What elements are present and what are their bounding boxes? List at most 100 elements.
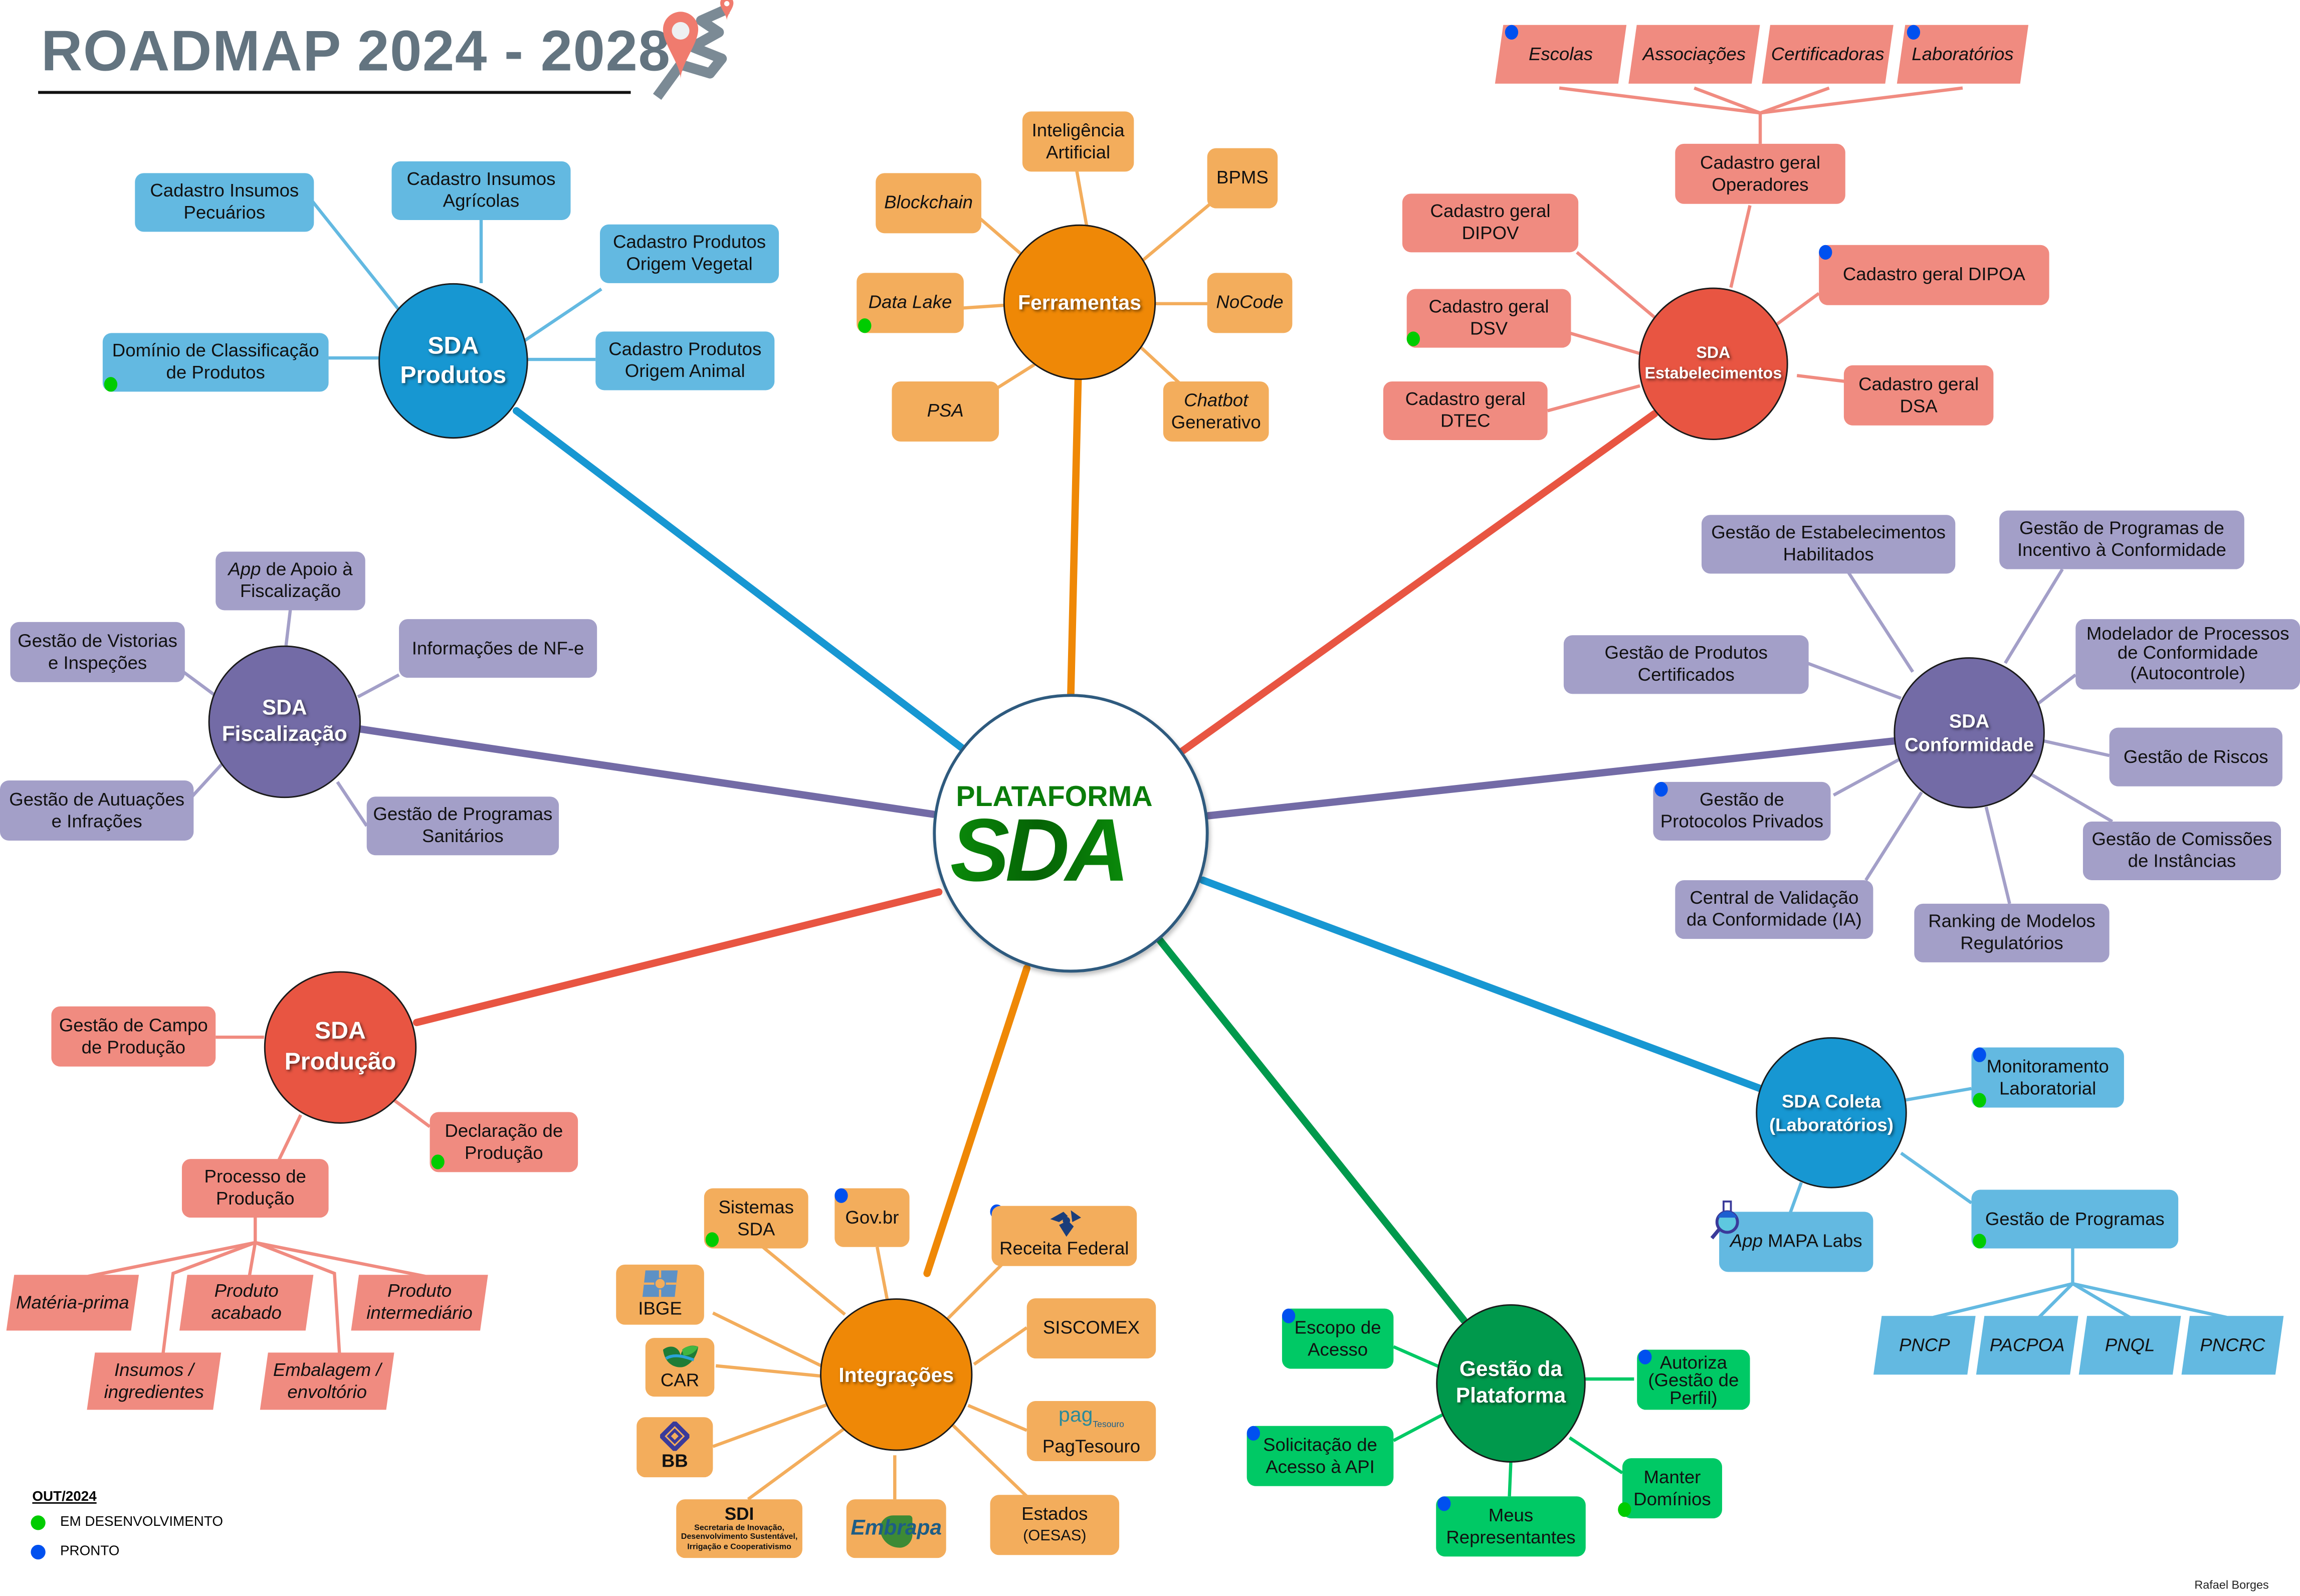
node-produto-intermediario[interactable]: Produto intermediário <box>355 1275 484 1330</box>
node-blockchain[interactable]: Blockchain <box>876 173 981 234</box>
node-escolas[interactable]: Escolas <box>1499 25 1622 84</box>
node-psa[interactable]: PSA <box>892 381 999 442</box>
legend-label: EM DESENVOLVIMENTO <box>60 1514 223 1530</box>
node-label: Gestão de Programas Sanitários <box>373 804 553 847</box>
node-pnql[interactable]: PNQL <box>2083 1316 2177 1374</box>
node-monitoramento-laboratorial[interactable]: Monitoramento Laboratorial <box>1971 1047 2124 1108</box>
node-data-lake[interactable]: Data Lake <box>857 273 964 333</box>
node-gestao-programas-sanitarios[interactable]: Gestão de Programas Sanitários <box>366 796 559 856</box>
node-label: Monitoramento Laboratorial <box>1986 1055 2109 1098</box>
node-app-mapa-labs[interactable]: App MAPA Labs <box>1719 1212 1873 1272</box>
node-gestao-vistorias-inspecoes[interactable]: Gestão de Vistorias e Inspeções <box>10 622 185 682</box>
node-meus-representantes[interactable]: Meus Representantes <box>1436 1496 1586 1557</box>
node-cadastro-geral-dtec[interactable]: Cadastro geral DTEC <box>1383 381 1548 441</box>
node-pagtesouro[interactable]: pagTesouro PagTesouro <box>1026 1401 1156 1461</box>
hub-label: Produtos <box>400 362 507 389</box>
node-gestao-comissoes-instancias[interactable]: Gestão de Comissões de Instâncias <box>2082 821 2281 881</box>
node-inteligencia-artificial[interactable]: Inteligência Artificial <box>1022 111 1134 172</box>
node-dominio-classificacao-produtos[interactable]: Domínio de Classificação de Produtos <box>102 333 329 392</box>
node-pacpoa[interactable]: PACPOA <box>1980 1316 2074 1374</box>
node-cadastro-geral-dsa[interactable]: Cadastro geral DSA <box>1843 365 1994 426</box>
node-autoriza-gestao-perfil[interactable]: Autoriza (Gestão de Perfil) <box>1637 1349 1750 1410</box>
node-embalagem-envoltorio[interactable]: Embalagem / envoltório <box>264 1352 390 1410</box>
node-cadastro-geral-dipoa[interactable]: Cadastro geral DIPOA <box>1819 245 2049 305</box>
node-pncrc[interactable]: PNCRC <box>2186 1316 2279 1374</box>
node-gestao-produtos-certificados[interactable]: Gestão de Produtos Certificados <box>1563 635 1809 694</box>
node-pncp[interactable]: PNCP <box>1877 1316 1971 1374</box>
node-label: App MAPA Labs <box>1730 1231 1862 1252</box>
node-receita-federal[interactable]: Receita Federal <box>991 1206 1137 1266</box>
status-dot-em-desenvolvimento <box>705 1232 719 1247</box>
node-estados-oesas[interactable]: Estados (OESAS) <box>990 1495 1120 1555</box>
node-sublabel: (OESAS) <box>1023 1526 1087 1544</box>
node-label: Cadastro geral DSV <box>1428 296 1549 339</box>
node-label: PACPOA <box>1989 1334 2065 1355</box>
node-siscomex[interactable]: SISCOMEX <box>1026 1298 1156 1359</box>
node-bb[interactable]: BB <box>637 1417 713 1478</box>
node-label: Gestão de Programas de Incentivo à Confo… <box>2017 518 2226 560</box>
hub-label: Integrações <box>839 1362 954 1386</box>
node-cadastro-insumos-pecuarios[interactable]: Cadastro Insumos Pecuários <box>135 173 314 232</box>
node-materia-prima[interactable]: Matéria-prima <box>10 1275 135 1330</box>
node-label: Modelador de Processos de Conformidade (… <box>2086 623 2289 684</box>
node-cadastro-geral-operadores[interactable]: Cadastro geral Operadores <box>1675 143 1845 204</box>
node-manter-dominios[interactable]: Manter Domínios <box>1622 1458 1722 1519</box>
node-gestao-programas-coleta[interactable]: Gestão de Programas <box>1971 1189 2179 1249</box>
node-gestao-protocolos-privados[interactable]: Gestão de Protocolos Privados <box>1653 781 1831 841</box>
node-ibge[interactable]: IBGE <box>616 1264 704 1325</box>
node-cadastro-produtos-origem-animal[interactable]: Cadastro Produtos Origem Animal <box>595 331 775 390</box>
node-cadastro-insumos-agricolas[interactable]: Cadastro Insumos Agrícolas <box>391 161 571 221</box>
legend-date: OUT/2024 <box>32 1489 97 1505</box>
hub-sda-coleta[interactable]: SDA Coleta(Laboratórios) <box>1756 1037 1907 1188</box>
node-informacoes-nfe[interactable]: Informações de NF-e <box>399 619 597 678</box>
node-associacoes[interactable]: Associações <box>1632 25 1756 84</box>
node-label: Escolas <box>1528 43 1593 64</box>
node-declaracao-producao[interactable]: Declaração de Produção <box>430 1112 578 1172</box>
spoke-conformidade <box>1205 737 1899 820</box>
node-escopo-acesso[interactable]: Escopo de Acesso <box>1282 1308 1394 1369</box>
node-central-validacao-conformidade[interactable]: Central de Validação da Conformidade (IA… <box>1675 880 1873 939</box>
node-label: Gestão de Produtos Certificados <box>1604 642 1768 685</box>
node-solicitacao-acesso-api[interactable]: Solicitação de Acesso à API <box>1246 1426 1394 1486</box>
node-gestao-riscos[interactable]: Gestão de Riscos <box>2109 727 2282 786</box>
node-gestao-autuacoes-infracoes[interactable]: Gestão de Autuações e Infrações <box>0 780 194 841</box>
node-label: Produto intermediário <box>366 1281 473 1323</box>
node-produto-acabado[interactable]: Produto acabado <box>183 1275 310 1330</box>
hub-integracoes[interactable]: Integrações <box>820 1298 973 1451</box>
plataforma-sda-hub[interactable]: PLATAFORMA SDA <box>933 694 1209 973</box>
node-insumos-ingredientes[interactable]: Insumos / ingredientes <box>91 1352 217 1410</box>
node-label: Gestão de Campo de Produção <box>59 1014 208 1057</box>
status-dot-pronto <box>1819 245 1832 260</box>
node-cadastro-geral-dsv[interactable]: Cadastro geral DSV <box>1406 289 1571 348</box>
node-label: Inteligência Artificial <box>1031 119 1125 162</box>
node-label: Cadastro geral DTEC <box>1405 388 1526 432</box>
hub-ferramentas[interactable]: Ferramentas <box>1003 224 1156 380</box>
node-certificadoras[interactable]: Certificadoras <box>1766 25 1890 84</box>
node-label: Chatbot <box>1184 389 1248 411</box>
node-sistemas-sda[interactable]: Sistemas SDA <box>704 1188 808 1249</box>
node-nocode[interactable]: NoCode <box>1207 273 1293 333</box>
spoke-produtos <box>512 407 966 752</box>
node-ranking-modelos-regulatorios[interactable]: Ranking de Modelos Regulatórios <box>1914 903 2110 962</box>
node-sdi[interactable]: SDI Secretaria de Inovação, Desenvolvime… <box>676 1499 802 1558</box>
node-gestao-estabelecimentos-habilitados[interactable]: Gestão de Estabelecimentos Habilitados <box>1701 515 1956 574</box>
node-cadastro-produtos-origem-vegetal[interactable]: Cadastro Produtos Origem Vegetal <box>600 224 779 283</box>
node-gestao-programas-incentivo-conformidade[interactable]: Gestão de Programas de Incentivo à Confo… <box>1999 510 2244 569</box>
node-processo-producao[interactable]: Processo de Produção <box>181 1159 329 1218</box>
node-car[interactable]: CAR <box>645 1338 715 1397</box>
node-modelador-processos-conformidade[interactable]: Modelador de Processos de Conformidade (… <box>2075 619 2300 690</box>
node-laboratorios[interactable]: Laboratórios <box>1901 25 2024 84</box>
node-embrapa[interactable]: Embrapa <box>846 1499 946 1558</box>
node-bpms[interactable]: BPMS <box>1207 148 1278 209</box>
node-cadastro-geral-dipov[interactable]: Cadastro geral DIPOV <box>1402 193 1579 253</box>
node-gestao-campo-producao[interactable]: Gestão de Campo de Produção <box>51 1006 216 1067</box>
hub-label: SDA Coleta <box>1782 1091 1881 1111</box>
node-app-apoio-fiscalizacao[interactable]: App de Apoio à Fiscalização <box>216 551 365 611</box>
